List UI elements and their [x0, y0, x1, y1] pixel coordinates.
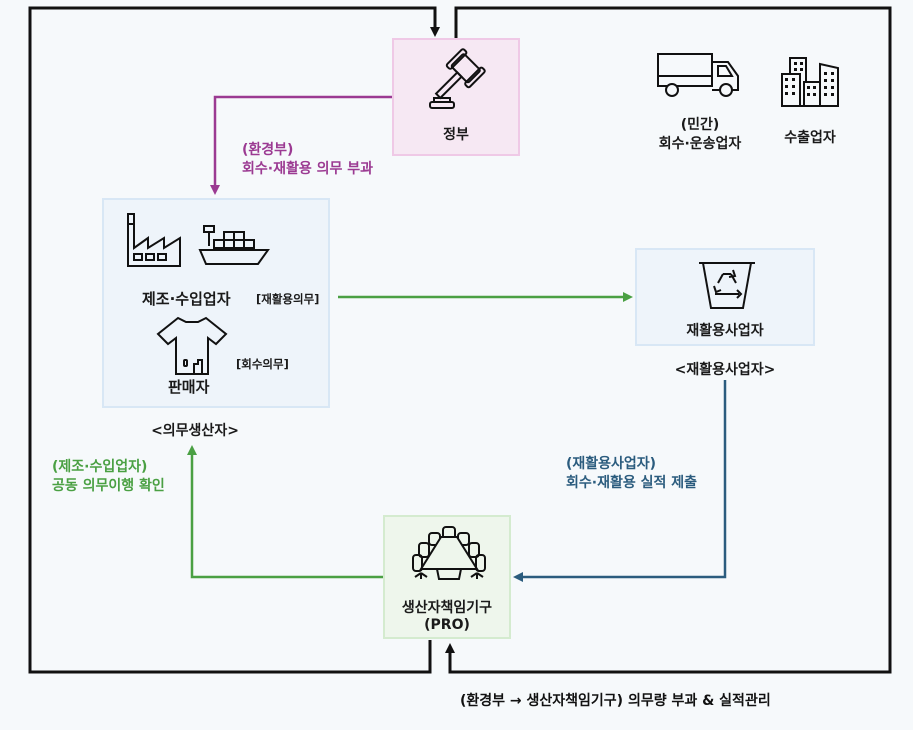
- pro-to-producer-annotation: (제조·수입업자) 공동 의무이행 확인: [52, 458, 165, 496]
- loop-left-path: [28, 6, 440, 674]
- government-label: 정부: [443, 127, 469, 143]
- collectors-label-line1: (민간): [680, 117, 720, 133]
- tshirt-icon: [156, 316, 228, 375]
- loop-right-path: [445, 6, 892, 674]
- government-node: 정부: [392, 38, 520, 156]
- manufacturer-duty: [재활용의무]: [256, 292, 320, 306]
- exporters-label: 수출업자: [784, 130, 836, 146]
- gov-pro-loop-annotation: (환경부 → 생산자책임기구) 의무량 부과 & 실적관리: [460, 693, 771, 709]
- pro-node: 생산자책임기구 (PRO): [383, 515, 511, 639]
- annotation-line2: 공동 의무이행 확인: [52, 478, 165, 494]
- annotation-line1: (재활용사업자): [566, 456, 657, 472]
- recycle-bin-icon: [699, 262, 755, 309]
- gov-to-producer-annotation: (환경부) 회수·재활용 의무 부과: [242, 141, 373, 179]
- recycler-to-pro-arrow: [513, 380, 727, 582]
- gov-to-producer-arrow: [210, 95, 392, 195]
- pro-label-line2: (PRO): [424, 617, 470, 633]
- pro-to-producer-arrow: [187, 445, 383, 579]
- recycler-node: 재활용사업자: [635, 248, 815, 346]
- seller-label: 판매자: [168, 378, 210, 396]
- obligated-producers-caption: <의무생산자>: [151, 423, 239, 439]
- factory-icon: [127, 213, 181, 267]
- recycler-label: 재활용사업자: [686, 323, 764, 339]
- pro-label-line1: 생산자책임기구: [401, 600, 493, 616]
- collectors-label-line2: 회수·운송업자: [658, 136, 742, 152]
- annotation-line1: (환경부): [242, 142, 294, 158]
- gavel-icon: [429, 48, 486, 109]
- truck-icon: [657, 53, 739, 97]
- buildings-icon: [781, 57, 839, 107]
- recycler-to-pro-annotation: (재활용사업자) 회수·재활용 실적 제출: [566, 455, 697, 493]
- annotation-line1: (제조·수입업자): [52, 459, 148, 475]
- recycler-caption: <재활용사업자>: [674, 362, 776, 378]
- annotation-line2: 회수·재활용 실적 제출: [566, 475, 697, 491]
- annotation-line2: 회수·재활용 의무 부과: [242, 161, 373, 177]
- conference-table-icon: [412, 526, 486, 580]
- obligated-producers-node: 제조·수입업자 [재활용의무] [회수의무] 판매자: [102, 198, 330, 408]
- manufacturer-label: 제조·수입업자: [142, 290, 231, 308]
- ship-icon: [198, 225, 270, 265]
- seller-duty: [회수의무]: [236, 357, 289, 371]
